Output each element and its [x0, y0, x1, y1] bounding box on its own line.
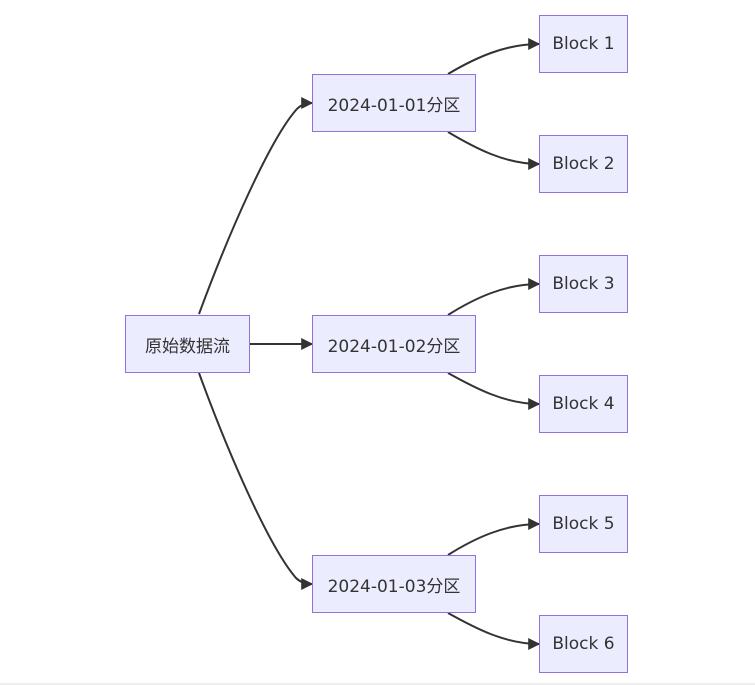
block-node-2: Block 2 [539, 135, 628, 193]
edge-root-p1 [198, 97, 314, 315]
block-node-4: Block 4 [539, 375, 628, 433]
block-node-3: Block 3 [539, 255, 628, 313]
block-node-label: Block 4 [552, 394, 615, 414]
root-node: 原始数据流 [125, 315, 250, 373]
partition-node-3: 2024-01-03分区 [312, 555, 476, 613]
partition-node-2: 2024-01-02分区 [312, 315, 476, 373]
block-node-5: Block 5 [539, 495, 628, 553]
bottom-divider [0, 683, 755, 685]
block-node-label: Block 1 [552, 34, 615, 54]
edge-p2-b4 [447, 372, 541, 410]
partition-node-1: 2024-01-01分区 [312, 74, 476, 132]
block-node-label: Block 6 [552, 634, 615, 654]
edge-p3-b5 [447, 518, 541, 556]
edge-root-p3 [198, 372, 314, 590]
block-node-label: Block 3 [552, 274, 615, 294]
block-node-6: Block 6 [539, 615, 628, 673]
block-node-label: Block 5 [552, 514, 615, 534]
edge-p1-b1 [447, 38, 541, 75]
root-node-label: 原始数据流 [145, 336, 230, 357]
block-node-1: Block 1 [539, 15, 628, 73]
partition-node-label: 2024-01-03分区 [327, 576, 461, 597]
partition-node-label: 2024-01-01分区 [327, 95, 461, 116]
edge-p1-b2 [447, 131, 541, 170]
edge-p2-b3 [447, 278, 541, 316]
edge-p3-b6 [447, 612, 541, 650]
partition-node-label: 2024-01-02分区 [327, 336, 461, 357]
block-node-label: Block 2 [552, 154, 615, 174]
